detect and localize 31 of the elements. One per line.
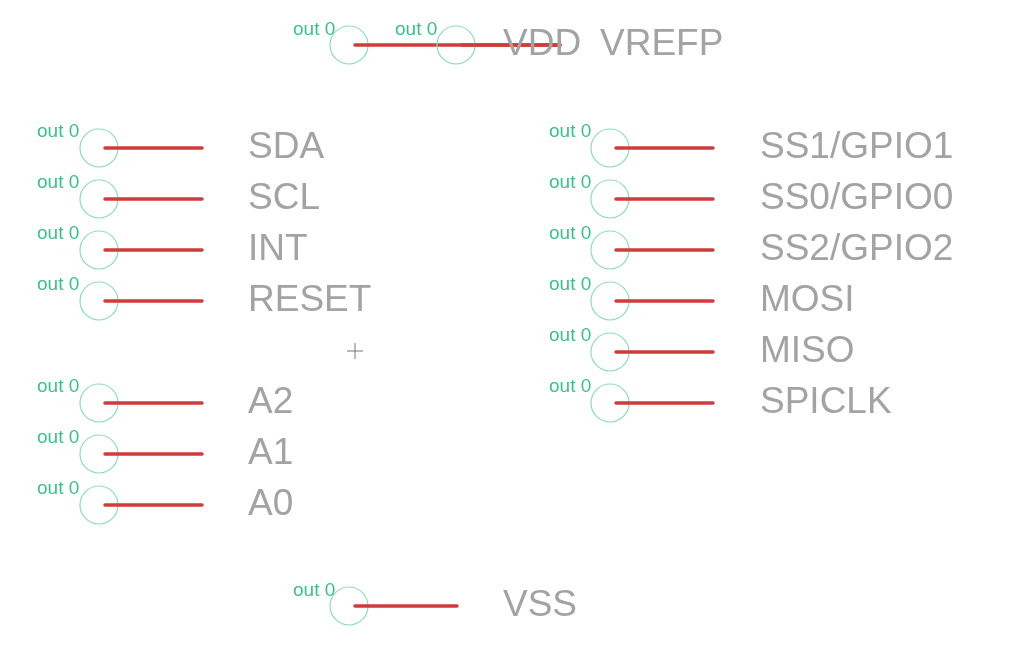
pin-direction-label: out 0 — [37, 223, 80, 242]
pin-name: VSS — [503, 585, 578, 622]
pin-direction-label: out 0 — [549, 376, 592, 395]
pin-direction-label: out 0 — [37, 478, 80, 497]
pin-direction-label: out 0 — [37, 121, 80, 140]
pin-direction-label: out 0 — [549, 172, 592, 191]
pin-direction-label: out 0 — [549, 223, 592, 242]
pin-direction-label: out 0 — [395, 19, 438, 38]
pin-direction-label: out 0 — [549, 325, 592, 344]
pin-direction-label: out 0 — [293, 19, 336, 38]
pin-direction-label: out 0 — [37, 274, 80, 293]
pin-name: SS2/GPIO2 — [760, 229, 954, 266]
pin-name: MISO — [760, 331, 855, 368]
pin-direction-label: out 0 — [37, 427, 80, 446]
pin-direction-label: out 0 — [37, 376, 80, 395]
pin-name: RESET — [248, 280, 372, 317]
pin-name: SCL — [248, 178, 320, 215]
pin-name: A0 — [248, 484, 294, 521]
pin-name: INT — [248, 229, 308, 266]
pin-direction-label: out 0 — [549, 274, 592, 293]
pin-name: SPICLK — [760, 382, 892, 419]
pin-name: SS0/GPIO0 — [760, 178, 954, 215]
pin-name: SDA — [248, 127, 325, 164]
pin-direction-label: out 0 — [549, 121, 592, 140]
pin-direction-label: out 0 — [293, 580, 336, 599]
pin-name: VREFP — [600, 24, 724, 61]
pin-name: A2 — [248, 382, 294, 419]
pin-name: SS1/GPIO1 — [760, 127, 954, 164]
pin-name: A1 — [248, 433, 294, 470]
pin-direction-label: out 0 — [37, 172, 80, 191]
pin-name: MOSI — [760, 280, 855, 317]
